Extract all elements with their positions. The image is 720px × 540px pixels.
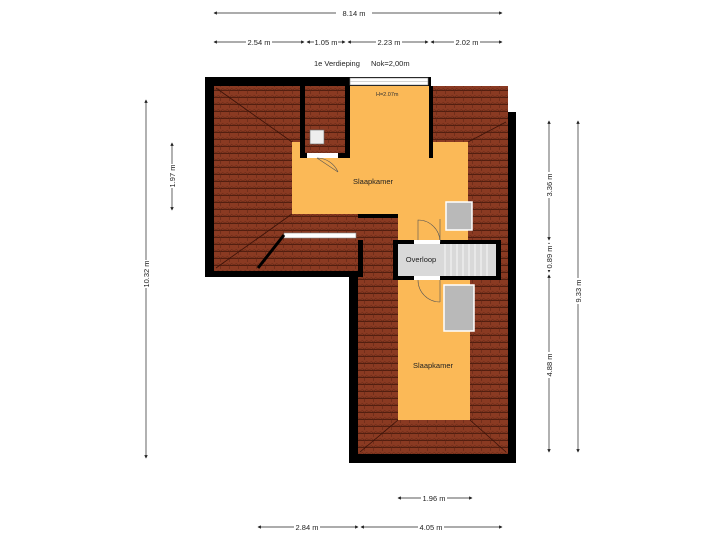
dim-right-total: 9.33 m xyxy=(574,280,583,303)
door-swing-top-room xyxy=(417,219,441,243)
skylight-bottom xyxy=(443,284,475,332)
height-note: H=2.07m xyxy=(376,92,399,98)
dim-left-inner: 1.97 m xyxy=(168,165,177,188)
overloop-floor xyxy=(398,244,496,276)
room-label-slaapkamer-top: Slaapkamer xyxy=(353,177,394,186)
dimension-labels-top: 8.14 m 2.54 m 1.05 m 2.23 m 2.02 m xyxy=(246,8,480,47)
room-label-overloop: Overloop xyxy=(406,255,436,264)
floor-title: 1e Verdieping xyxy=(314,59,360,68)
dim-right-seg-2: 0.89 m xyxy=(545,246,554,269)
slaapkamer-top-floor xyxy=(292,86,468,242)
roof-hip-lines xyxy=(215,87,507,453)
room-label-slaapkamer-bottom: Slaapkamer xyxy=(413,361,454,370)
dim-left-total: 10.32 m xyxy=(142,260,151,287)
window-left xyxy=(283,232,357,239)
dim-top-seg-3: 2.23 m xyxy=(378,38,401,47)
skylight-top xyxy=(445,201,473,231)
door-swing-closet xyxy=(316,157,339,173)
dim-bottom-inner: 1.96 m xyxy=(423,494,446,503)
dim-right-seg-3: 4.88 m xyxy=(545,354,554,377)
door-swing-bottom-room xyxy=(417,279,441,303)
dim-right-seg-1: 3.36 m xyxy=(545,174,554,197)
stair-lines xyxy=(444,244,488,276)
ridge-height: Nok=2,00m xyxy=(371,59,410,68)
dim-top-seg-4: 2.02 m xyxy=(456,38,479,47)
dim-top-seg-1: 2.54 m xyxy=(248,38,271,47)
dim-top-seg-2: 1.05 m xyxy=(315,38,338,47)
dim-top-total: 8.14 m xyxy=(343,9,366,18)
washbasin-icon xyxy=(309,129,325,145)
dim-bottom-seg-1: 2.84 m xyxy=(296,523,319,532)
dim-bottom-seg-2: 4.05 m xyxy=(420,523,443,532)
